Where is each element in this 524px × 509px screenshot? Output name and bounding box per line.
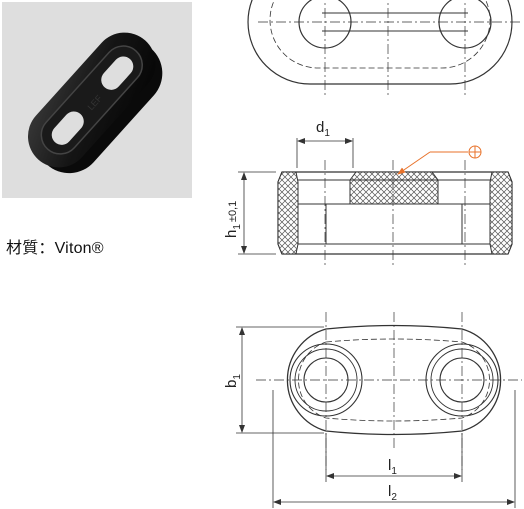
grommet-photo-icon: LEF: [27, 32, 163, 174]
l2-label: l2: [388, 483, 397, 503]
bottom-view: [236, 312, 522, 508]
flatness-leader-line: [397, 151, 431, 175]
section-view: [238, 138, 513, 268]
d1-label: d1: [316, 119, 330, 139]
svg-text:b1: b1: [223, 374, 243, 388]
technical-drawing: d1 h1±0,1 b1 l1 l2: [223, 0, 522, 508]
product-photo: LEF: [2, 2, 192, 198]
top-view: [247, 0, 520, 95]
circle-plus-icon: [468, 145, 482, 159]
svg-text:h1±0,1: h1±0,1: [223, 201, 243, 238]
h1-label: h1±0,1: [223, 201, 243, 238]
material-label: 材質：Viton®: [6, 240, 104, 257]
l1-label: l1: [388, 457, 397, 477]
b1-label: b1: [223, 374, 243, 388]
